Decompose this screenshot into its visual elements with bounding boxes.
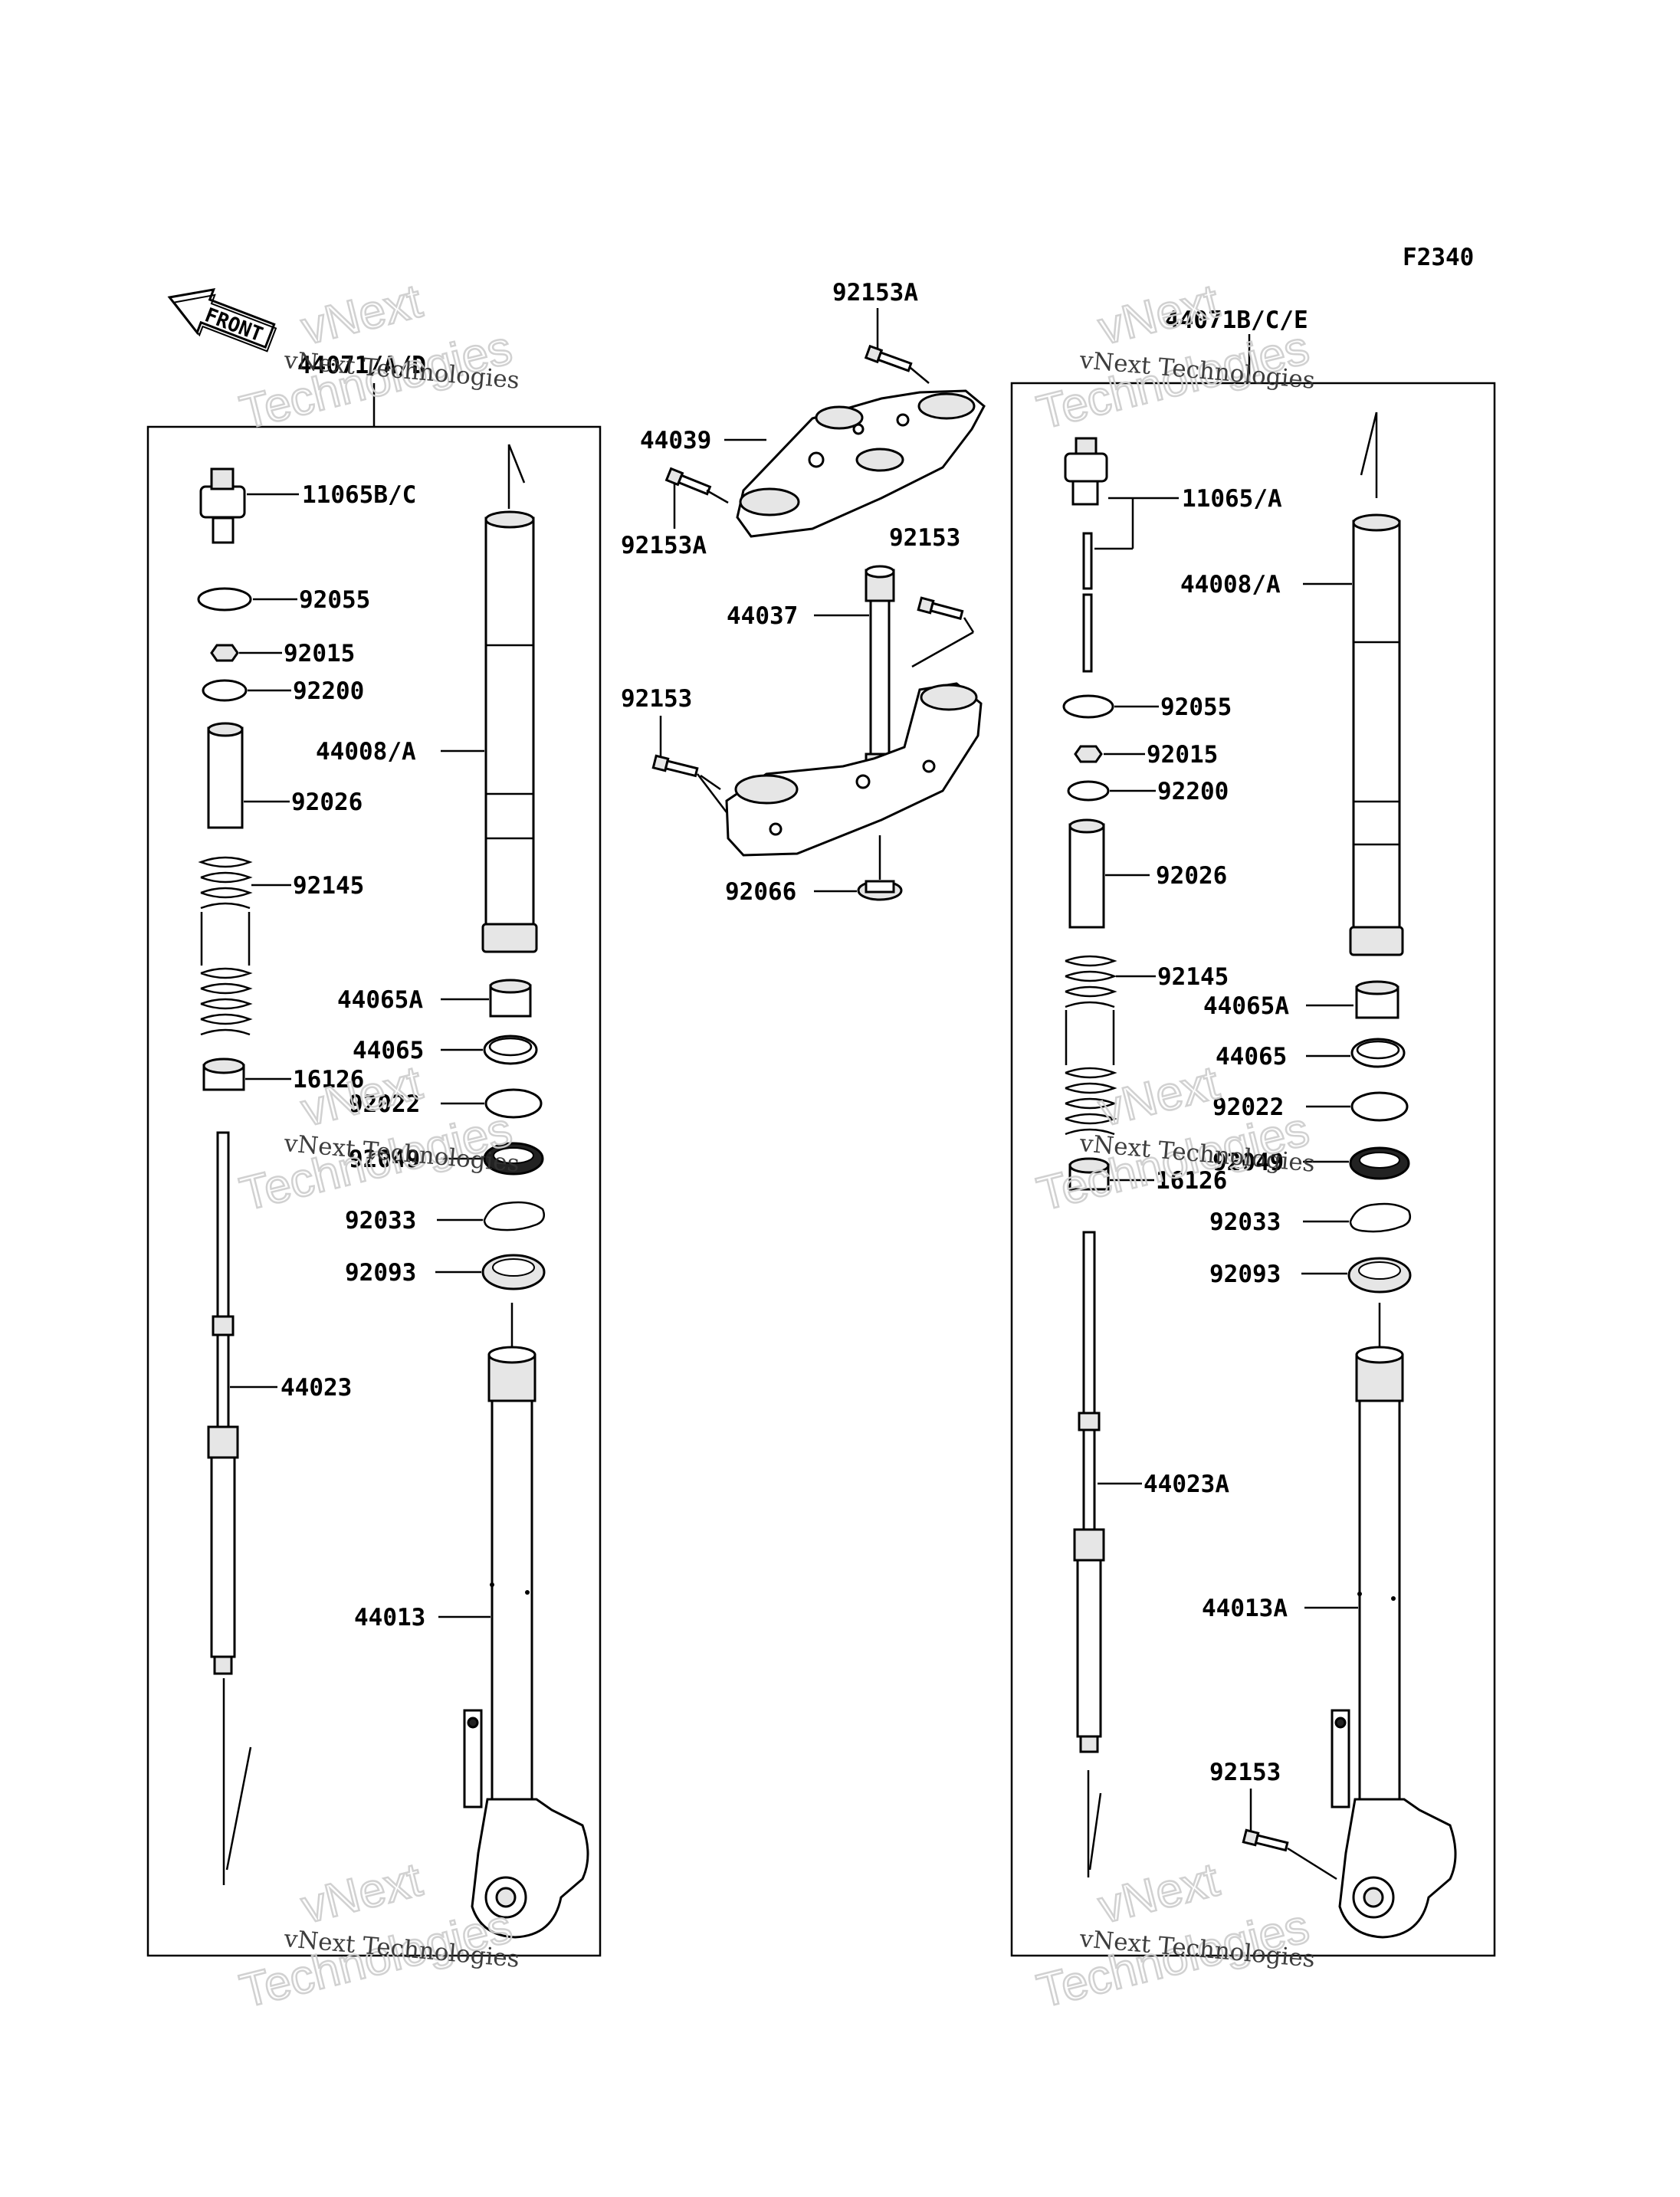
right-assembly-frame [1010,382,1496,1957]
part-label: 92153A [832,279,918,307]
part-label: 44065 [353,1037,424,1064]
part-label: 92153 [889,524,960,552]
part-label: 44039 [640,427,711,454]
part-label: 92015 [284,640,355,667]
washer-icon [202,679,248,702]
o-ring-icon [1062,694,1114,719]
part-label: 92093 [1209,1261,1281,1288]
part-label: 92093 [345,1259,416,1287]
washer-icon [1350,1091,1409,1122]
part-label: 92026 [291,789,363,816]
bolt-icon [651,754,699,778]
retaining-clip-icon [483,1201,545,1231]
part-label: 92200 [293,677,364,705]
fork-cap-bolt-icon [199,467,246,544]
part-label: 44008/A [1180,571,1281,598]
washer-icon [484,1088,543,1119]
left-fork-assembly: 44071/A/D 11065B/C 92055 92015 92200 920… [146,352,602,1957]
part-label: 92033 [1209,1208,1281,1236]
adjuster-rod-icon [1082,593,1093,673]
guide-bushing-icon [1068,1157,1110,1191]
part-label: 44008/A [316,738,416,766]
washer-icon [1067,780,1110,802]
spacer-collar-icon [1068,823,1105,929]
svg-text:vNext: vNext [1094,1056,1224,1136]
svg-text:vNext: vNext [1094,274,1224,355]
front-arrow-icon: FRONT [167,287,277,353]
part-label: 92145 [293,872,364,900]
figure-code: F2340 [1403,244,1474,271]
part-label: 11065B/C [302,481,416,509]
part-label: 92153 [1209,1759,1281,1786]
left-assembly-title: 44071/A/D [297,352,426,379]
part-label: 44023 [281,1374,352,1402]
right-fork-assembly: 44071B/C/E 11065/A 44008/A 92055 [1010,307,1496,1957]
retaining-clip-icon [1349,1202,1411,1233]
part-label: 92049 [1212,1149,1284,1176]
part-label: 92022 [1212,1094,1284,1121]
guide-bushing-icon [202,1058,245,1091]
part-label: 44023A [1144,1471,1229,1498]
watermark: vNext Technologies vNext Technologies vN… [234,274,1316,2019]
part-label: 92026 [1156,862,1227,890]
part-label: 44065A [1203,992,1289,1020]
nut-icon [210,644,239,662]
fork-spring-icon [1065,955,1117,1136]
part-label: 16126 [293,1066,364,1094]
fork-inner-tube-icon [463,1346,589,1939]
part-label: 92049 [349,1146,420,1173]
svg-text:vNext: vNext [297,274,427,355]
part-label: 92055 [1160,694,1232,721]
o-ring-icon [197,587,252,612]
bolt-icon [664,467,712,496]
part-label: 92033 [345,1207,416,1235]
right-assembly-title: 44071B/C/E [1165,307,1308,334]
part-label: 44037 [727,602,798,630]
damper-rod-icon [207,1131,239,1675]
part-label: 92015 [1147,741,1218,769]
part-label: 44065A [337,986,423,1014]
svg-text:vNext: vNext [1094,1853,1224,1933]
part-label: 92153A [621,532,707,559]
bolt-icon [1242,1828,1289,1852]
steering-stem-icon [865,565,895,771]
bushing-ring-icon [483,1035,538,1065]
part-label: 92200 [1157,778,1229,805]
fork-outer-tube-icon [481,510,538,953]
bolt-icon [917,596,964,621]
part-label: 92153 [621,685,692,713]
spacer-collar-icon [207,726,244,829]
part-label: 11065/A [1182,485,1282,513]
part-label: 92055 [299,586,370,614]
svg-text:vNext: vNext [297,1853,427,1933]
part-label: 92066 [725,878,796,906]
fork-cap-bolt-icon [1064,437,1108,506]
nut-icon [1074,745,1103,763]
part-label: 44013A [1202,1595,1288,1622]
fork-spring-icon [198,856,253,1036]
bolt-icon [864,344,913,372]
upper-triple-clamp-icon [736,389,986,538]
fork-inner-tube-icon [1331,1346,1457,1939]
steering-stem-assembly: 92153A 44039 92153A 92153 [621,279,986,906]
stem-cap-icon [857,880,903,901]
part-label: 44065 [1216,1043,1287,1071]
part-label: 44013 [354,1604,425,1631]
damper-rod-icon [1073,1231,1105,1753]
part-label: 16126 [1156,1167,1227,1195]
bushing-ring-icon [1350,1038,1406,1068]
fork-outer-tube-icon [1349,513,1404,956]
part-label: 92022 [349,1090,420,1118]
part-label: 92145 [1157,963,1229,991]
adjuster-rod-icon [1082,532,1093,590]
lower-triple-clamp-icon [725,682,983,857]
